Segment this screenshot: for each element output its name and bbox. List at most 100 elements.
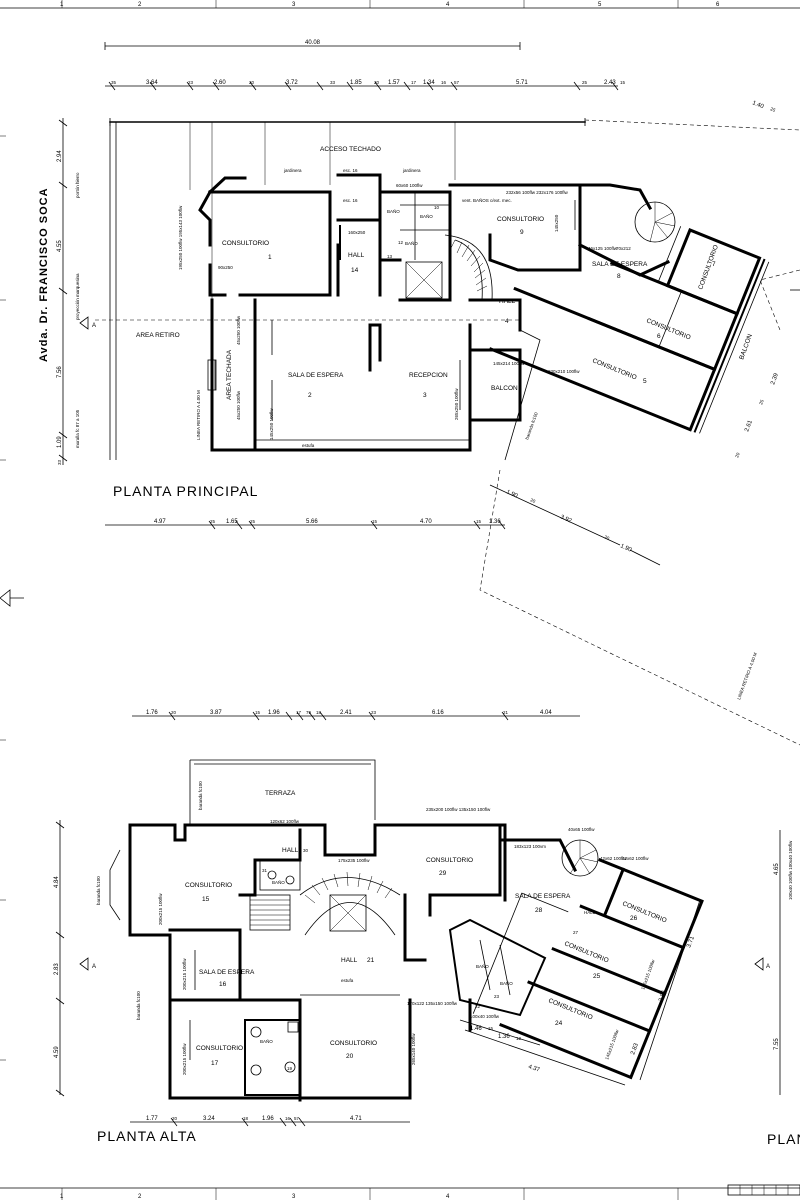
section-mark-a: A — [92, 323, 96, 329]
pp-dim: 1.57 — [388, 80, 400, 86]
note: 100x40 100flw — [470, 1014, 500, 1019]
pp-right-dim: 1.40 — [751, 100, 765, 110]
planta-principal-title: PLANTA PRINCIPAL — [113, 483, 258, 499]
room-bano-13: BAÑO — [387, 208, 400, 214]
room-acceso-techado: ACCESO TECHADO — [320, 146, 381, 153]
pa-dim: 21 — [503, 710, 509, 715]
note: 200x215 100flw — [182, 1043, 187, 1075]
room-recepcion-3: RECEPCION — [409, 372, 448, 379]
room-num: 14 — [351, 267, 359, 274]
room-consultorio-5: CONSULTORIO — [591, 357, 637, 381]
pp-left-dim: 2.94 — [57, 150, 63, 162]
pa-bottom-dim: 3.24 — [203, 1116, 215, 1122]
room-num: 29 — [439, 870, 447, 877]
room-num: 3 — [423, 392, 427, 399]
pp-dim: 20 — [374, 80, 380, 85]
pp-right-dim: 2.61 — [744, 419, 754, 433]
room-consultorio-7: CONSULTORIO — [697, 244, 720, 291]
pp-total-dim: 40.08 — [305, 40, 321, 46]
room-num: 23 — [494, 994, 500, 999]
room-consultorio-29: CONSULTORIO — [426, 857, 473, 864]
side-note: LINEA RETIRO A 4.00 M — [736, 652, 758, 701]
room-num: 19 — [287, 1066, 293, 1071]
note: 45x250 100flw — [236, 390, 241, 420]
note: vent. BAÑOS c/ext. mec. — [462, 197, 512, 203]
note: 175x235 100flw — [338, 858, 370, 863]
col-6: 6 — [716, 2, 720, 8]
note: jardinera — [283, 168, 302, 173]
room-num: 10 — [434, 205, 440, 210]
col-3-bottom: 3 — [292, 1194, 296, 1200]
room-consultorio-20: CONSULTORIO — [330, 1040, 377, 1047]
pp-dim: 57 — [454, 80, 460, 85]
side-note: muralla fc 87 a 105 — [75, 409, 80, 448]
col-3: 3 — [292, 2, 296, 8]
pp-bottom-dim: 4.70 — [420, 519, 432, 525]
note: estufa — [341, 978, 354, 983]
pp-dim: 16 — [441, 80, 447, 85]
pa-left-dim: 2.83 — [54, 963, 60, 975]
room-num: 28 — [535, 907, 543, 914]
room-num: 4 — [505, 318, 509, 325]
room-num: 7 — [712, 261, 716, 268]
pp-dim: 5.71 — [516, 80, 528, 86]
room-num: 1 — [268, 254, 272, 261]
pp-dim: 2.60 — [214, 80, 226, 86]
room-consultorio-6: CONSULTORIO — [645, 317, 691, 341]
room-num: 6 — [657, 333, 661, 340]
note: 60x60 100flw — [396, 183, 423, 188]
room-num: 30 — [303, 848, 309, 853]
pa-small-dim: 1.36 — [498, 1034, 510, 1040]
street-name: Avda. Dr. FRANCISCO SOCA — [38, 187, 50, 362]
pp-dim: 3.64 — [146, 80, 158, 86]
col-1-bottom: 1 — [60, 1194, 64, 1200]
third-plan-title: PLAN — [767, 1131, 800, 1147]
room-num: 8 — [617, 273, 621, 280]
pp-left-dim: 1.09 — [57, 436, 63, 448]
pp-dim: 15 — [620, 80, 626, 85]
note: 90x250 — [218, 265, 233, 270]
note: 45x250 100flw — [236, 315, 241, 345]
pp-dim: 33 — [330, 80, 336, 85]
room-sala-espera-8: SALA DE ESPERA — [592, 261, 648, 268]
pa-dim: 4.04 — [540, 710, 552, 716]
pa-small-dim: 1.46 — [470, 1026, 482, 1032]
note: 145x214 100flw — [493, 361, 525, 366]
pa-dim: 23 — [371, 710, 377, 715]
pp-left-dim: 7.56 — [57, 366, 63, 378]
col-1: 1 — [60, 2, 64, 8]
note: 265x250 100flw — [454, 388, 459, 420]
planta-alta — [55, 711, 781, 1127]
room-bano-19: BAÑO — [260, 1038, 273, 1044]
note: 170x122 135x150 100flw — [407, 1001, 458, 1006]
pa-dim: 79 — [306, 710, 312, 715]
room-num: 21 — [367, 957, 375, 964]
room-consultorio-1: CONSULTORIO — [222, 240, 269, 247]
room-balcon: BALCON — [491, 385, 518, 392]
pp-dim: 1.85 — [350, 80, 362, 86]
pa-bottom-dim: 57 — [294, 1116, 300, 1121]
planta-principal — [58, 42, 800, 746]
pp-bottom-dim: 25 — [250, 519, 256, 524]
note: 235x200 100flw 135x150 100flw — [426, 807, 491, 812]
note: 40x65 100flw — [568, 827, 595, 832]
pa-dim: 18 — [316, 710, 322, 715]
pa-dim: 1.76 — [146, 710, 158, 716]
pp-dim: 17 — [411, 80, 417, 85]
col-4: 4 — [446, 2, 450, 8]
note: 145x250 — [554, 214, 559, 232]
pp-bottom-dim: 1.36 — [489, 519, 501, 525]
pp-bottom-dim: 15 — [476, 519, 482, 524]
room-num: 24 — [555, 1020, 563, 1027]
pa-right-dim: 3.71 — [686, 935, 696, 949]
note: 232x56 100flw 232x176 100flw — [506, 190, 569, 195]
pp-diag-dim: 3.92 — [559, 514, 573, 525]
col-2-bottom: 2 — [138, 1194, 142, 1200]
pp-bottom-dim: 15 — [372, 519, 378, 524]
pa-dim: 20 — [171, 710, 177, 715]
room-consultorio-9: CONSULTORIO — [497, 216, 544, 223]
pp-right-dim: 2.39 — [770, 372, 780, 386]
side-note: proyección marquesina — [75, 273, 80, 320]
side-note: LINEA RETIRO A 4.00 M — [196, 390, 201, 440]
